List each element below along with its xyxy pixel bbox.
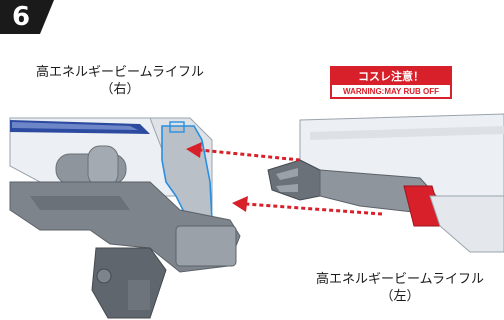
step-number: 6 — [11, 2, 31, 32]
left-rifle-title: 高エネルギービームライフル — [316, 272, 484, 287]
warning-jp-text: コスレ注意！ — [332, 68, 450, 85]
left-rifle-side: （左） — [380, 289, 420, 304]
rub-off-warning: コスレ注意！ WARNING:MAY RUB OFF — [330, 66, 452, 99]
warning-en-text: WARNING:MAY RUB OFF — [343, 87, 439, 96]
right-rifle-title: 高エネルギービームライフル — [36, 65, 204, 80]
right-rifle-body — [9, 117, 241, 319]
insert-arrow-upper — [186, 142, 301, 162]
step-badge: 6 — [0, 0, 54, 34]
left-rifle-body — [267, 113, 504, 253]
insert-arrow-lower — [232, 196, 383, 216]
right-rifle-side: （右） — [100, 82, 140, 97]
step-badge-shape — [0, 0, 54, 34]
